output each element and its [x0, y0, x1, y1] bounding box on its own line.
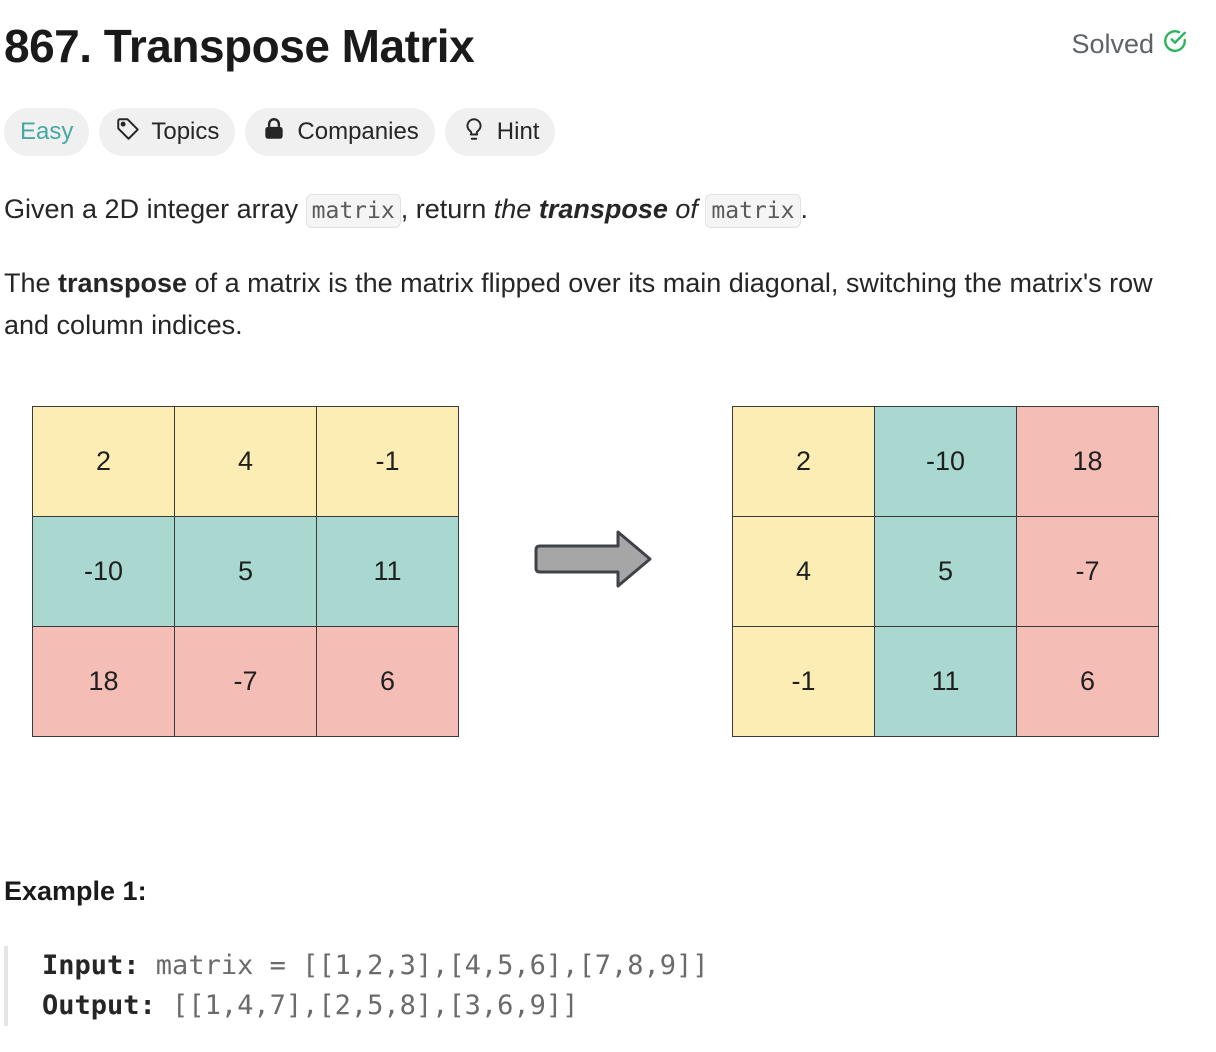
example-block: Input: matrix = [[1,2,3],[4,5,6],[7,8,9]… — [4, 946, 1104, 1026]
right-arrow-icon — [534, 530, 652, 588]
topics-label: Topics — [151, 118, 220, 145]
matrix-cell: 18 — [32, 626, 175, 737]
matrix-cell: -1 — [732, 626, 875, 737]
description-paragraph-1: Given a 2D integer array matrix, return … — [4, 188, 1184, 232]
input-label: Input: — [42, 950, 140, 981]
transposed-matrix: 2 -10 18 4 5 -7 -1 11 6 — [732, 406, 1159, 737]
hint-label: Hint — [496, 118, 540, 145]
emphasis-text: of — [667, 194, 706, 224]
matrix-row: 2 -10 18 — [732, 406, 1159, 517]
example-heading: Example 1: — [4, 876, 147, 906]
matrix-cell: -10 — [874, 406, 1017, 517]
matrix-cell: 5 — [874, 516, 1017, 627]
title-row: 867. Transpose Matrix Solved — [4, 14, 1188, 78]
matrix-cell: 5 — [174, 516, 317, 627]
solved-status: Solved — [1071, 28, 1188, 61]
inline-code: matrix — [705, 194, 801, 228]
matrix-cell: 18 — [1016, 406, 1159, 517]
original-matrix: 2 4 -1 -10 5 11 18 -7 6 — [32, 406, 459, 737]
matrix-cell: -7 — [174, 626, 317, 737]
matrix-cell: 2 — [32, 406, 175, 517]
problem-title: 867. Transpose Matrix — [4, 20, 475, 72]
matrix-cell: -1 — [316, 406, 459, 517]
text-span: Given a 2D integer array — [4, 194, 306, 224]
strong-emphasis-text: transpose — [538, 194, 668, 224]
matrix-cell: 6 — [316, 626, 459, 737]
text-span: The — [4, 268, 59, 298]
example-output-line: Output: [[1,4,7],[2,5,8],[3,6,9]] — [42, 986, 1104, 1026]
solved-label: Solved — [1071, 29, 1154, 59]
matrix-cell: -10 — [32, 516, 175, 627]
matrix-cell: 4 — [174, 406, 317, 517]
text-span: , return — [400, 194, 494, 224]
matrix-cell: 6 — [1016, 626, 1159, 737]
tag-row: Easy Topics Companies Hint — [4, 108, 556, 156]
bold-text: transpose — [58, 268, 188, 298]
inline-code: matrix — [305, 194, 401, 228]
lightbulb-icon — [461, 116, 487, 149]
hint-button[interactable]: Hint — [444, 108, 556, 156]
matrix-cell: -7 — [1016, 516, 1159, 627]
matrix-cell: 11 — [874, 626, 1017, 737]
input-value: matrix = [[1,2,3],[4,5,6],[7,8,9]] — [139, 950, 709, 981]
topics-button[interactable]: Topics — [99, 108, 236, 156]
difficulty-label: Easy — [20, 118, 74, 145]
matrix-row: 2 4 -1 — [32, 406, 459, 517]
output-value: [[1,4,7],[2,5,8],[3,6,9]] — [155, 990, 579, 1021]
description-paragraph-2: The transpose of a matrix is the matrix … — [4, 262, 1184, 346]
matrix-cell: 11 — [316, 516, 459, 627]
matrix-cell: 2 — [732, 406, 875, 517]
matrix-row: 4 5 -7 — [732, 516, 1159, 627]
difficulty-badge[interactable]: Easy — [4, 108, 90, 156]
emphasis-text: the — [493, 194, 539, 224]
text-span: . — [800, 194, 809, 224]
matrix-row: 18 -7 6 — [32, 626, 459, 737]
matrix-row: -10 5 11 — [32, 516, 459, 627]
text-span: of a matrix is the matrix flipped over i… — [4, 268, 1153, 340]
check-circle-icon — [1162, 28, 1188, 61]
matrix-cell: 4 — [732, 516, 875, 627]
example-input-line: Input: matrix = [[1,2,3],[4,5,6],[7,8,9]… — [42, 946, 1104, 986]
output-label: Output: — [42, 990, 156, 1021]
matrix-row: -1 11 6 — [732, 626, 1159, 737]
lock-icon — [261, 116, 287, 149]
companies-label: Companies — [297, 118, 419, 145]
companies-button[interactable]: Companies — [245, 108, 435, 156]
tag-icon — [115, 116, 141, 149]
